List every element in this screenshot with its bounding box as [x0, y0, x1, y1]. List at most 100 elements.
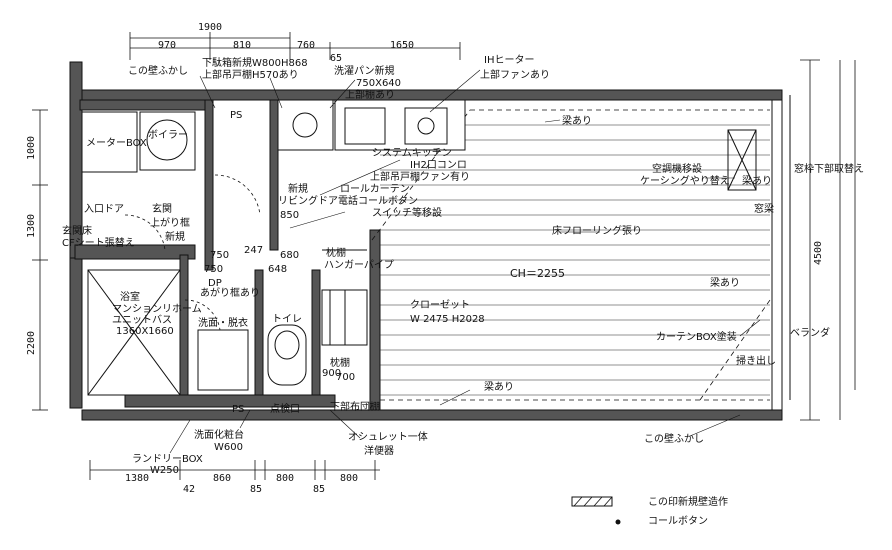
wall-toilet-r [311, 269, 321, 401]
label-ih2: IH2口コンロ [410, 160, 467, 171]
sink-fixture [197, 329, 249, 391]
label-unit-bath: マンションリホーム [112, 304, 202, 315]
door-swings [124, 174, 261, 331]
label-wall-fukashi-top: この壁ふかし [128, 66, 188, 77]
top-dimension-lines [129, 32, 461, 60]
label-upper-cabinet-2: 上部棚あり [345, 90, 395, 101]
right-dimension-lines [800, 59, 856, 421]
label-d680: 680 [280, 250, 300, 261]
dim-top-3: 760 [297, 40, 316, 51]
label-d850: 850 [280, 210, 300, 221]
label-aircon-move: 空調機移設 [652, 164, 702, 175]
sash-marks [727, 95, 791, 400]
dim-right-1: 4500 [813, 240, 824, 265]
label-switch-move: スイッチ等移設 [372, 208, 442, 219]
label-veranda: ベランダ [790, 328, 830, 339]
wall-senmen [179, 254, 189, 406]
label-beam-top: 梁あり [562, 116, 592, 127]
label-ps-top: PS [230, 110, 243, 121]
wall-bottom [81, 409, 783, 421]
dim-bottom-2: 42 [183, 484, 196, 495]
label-boiler: ボイラー [148, 130, 188, 141]
label-beam-mid: 梁あり [710, 278, 740, 289]
legend-wall-label: この印新規壁造作 [648, 497, 728, 508]
wall-bottom-inner [124, 394, 336, 408]
label-d750b: 750 [204, 264, 224, 275]
label-hanger: ハンガーパイプ [324, 260, 394, 271]
dim-bottom-6: 85 [313, 484, 326, 495]
label-d750: 750 [210, 250, 230, 261]
label-upper-cabinet-top: 上部吊戸棚H570あり [202, 70, 299, 81]
label-genkan-floor: 玄関床 [62, 226, 92, 237]
label-w250: W250 [150, 465, 179, 476]
label-cf-sheet: CFシート張替え [62, 238, 135, 249]
label-new: 新規 [288, 184, 308, 195]
label-dummy-beam: 梁あり [742, 176, 772, 187]
wall-left-lower [69, 257, 83, 409]
wall-closet [369, 229, 381, 411]
label-ih-heater: IHヒーター [484, 55, 535, 66]
dim-top-5: 1650 [390, 40, 415, 51]
label-washlet: オシュレット一体 [348, 432, 428, 443]
legend-dot-symbol [615, 519, 621, 525]
label-d700: 700 [336, 372, 356, 383]
label-casing: ケーシングやり替え [640, 176, 730, 187]
wall-wash [269, 99, 279, 251]
label-shitabu: 下部布団棚 [330, 402, 380, 413]
label-washpan-size: 750X640 [356, 78, 402, 89]
label-yobenki: 洋便器 [364, 446, 394, 457]
label-upper-cabinet-fan: 上部吊戸棚ファン有り [370, 172, 470, 183]
label-bath: 浴室 [120, 292, 140, 303]
label-closet: クローゼット [410, 300, 470, 311]
dim-bottom-5: 800 [276, 473, 295, 484]
label-laundry: ランドリーBOX [132, 454, 203, 465]
boiler-area [81, 111, 196, 173]
label-beam-bot: 梁あり [484, 382, 514, 393]
left-dimension-lines [32, 109, 48, 411]
label-upper-fan: 上部ファンあり [480, 70, 550, 81]
label-dp: DP [208, 278, 222, 289]
label-senmen-kesho: 洗面化粧台 [194, 430, 244, 441]
label-toilet: トイレ [272, 314, 302, 325]
label-agari-kamachi: 上がり框 [150, 218, 190, 229]
wall-ps [204, 99, 214, 271]
dim-bottom-7: 800 [340, 473, 359, 484]
label-w600: W600 [214, 442, 243, 453]
label-senmen: 洗面・脱衣 [198, 318, 248, 329]
legend-symbols [571, 496, 621, 525]
label-living-door: リビングドア電話コールボタン [278, 196, 418, 207]
dim-top-1: 970 [158, 40, 177, 51]
dim-top-4: 65 [330, 53, 343, 64]
label-roll-curtain: ロールカーテン [340, 184, 410, 195]
label-system-kitchen: システムキッチン [372, 148, 452, 159]
toilet-fixture [267, 324, 307, 386]
label-unit-bath-size: 1360X1660 [116, 326, 174, 337]
dim-bottom-1: 1380 [125, 473, 150, 484]
label-genkan: 玄関 [152, 204, 172, 215]
label-closet-size: W 2475 H2028 [410, 314, 485, 325]
bottom-dimension-lines [89, 460, 380, 480]
label-agari2: あがり框あり [200, 288, 260, 299]
label-flooring: 床フローリング張り [552, 226, 642, 237]
dim-bottom-4: 85 [250, 484, 263, 495]
label-entry-door: 入口ドア [84, 204, 124, 215]
dim-top-total: 1900 [198, 22, 223, 33]
label-sash: 窓枠下部取替え [794, 164, 864, 175]
label-washpan: 洗濯パン新規 [334, 66, 395, 77]
closet-area [321, 249, 368, 346]
label-window-beam: 窓梁 [754, 204, 774, 215]
leader-lines [169, 69, 761, 454]
label-d900: 900 [322, 368, 342, 379]
label-makuragi: 枕棚 [326, 248, 346, 259]
kitchen [277, 99, 466, 151]
dim-left-2: 1300 [26, 213, 37, 238]
wall-right-sash [771, 99, 783, 411]
label-meter-box: メーターBOX [86, 138, 147, 149]
unit-bath [87, 269, 181, 396]
label-ps-bot: PS [232, 404, 245, 415]
label-new2: 新規 [165, 232, 185, 243]
label-ch: CH＝2255 [510, 267, 565, 280]
label-tenken: 点検口 [270, 404, 300, 415]
label-makura-700: 枕棚 [330, 358, 350, 369]
